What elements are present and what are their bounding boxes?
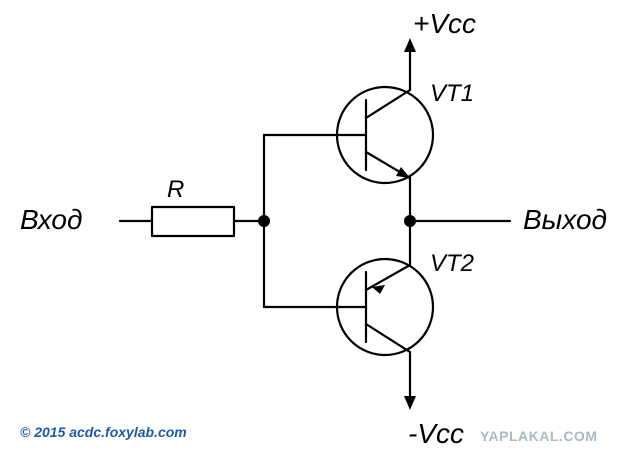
watermark-text: YAPLAKAL.COM	[480, 428, 598, 444]
vt2-collector	[364, 322, 412, 354]
vt2-emitter	[364, 263, 412, 292]
output-label: Выход	[523, 204, 608, 235]
resistor-label: R	[167, 176, 185, 203]
vt2-label: VT2	[430, 250, 475, 277]
vcc-plus-label: +Vcc	[413, 8, 477, 39]
input-label: Вход	[20, 204, 83, 235]
vcc-plus-arrow	[404, 38, 416, 52]
vcc-minus-label: -Vcc	[408, 418, 464, 449]
resistor	[150, 205, 236, 238]
vt2-emitter-arrow	[372, 285, 385, 294]
vt1-collector	[364, 88, 412, 120]
vt1-emitter-arrow	[396, 167, 410, 178]
vt1-body	[335, 85, 435, 185]
output-junction-dot	[404, 215, 416, 227]
vt2-body	[335, 257, 435, 357]
vcc-minus-arrow	[404, 396, 416, 410]
copyright-text: © 2015 acdc.foxylab.com	[20, 424, 187, 440]
vt1-label: VT1	[430, 80, 475, 107]
base-junction-dot	[258, 215, 270, 227]
